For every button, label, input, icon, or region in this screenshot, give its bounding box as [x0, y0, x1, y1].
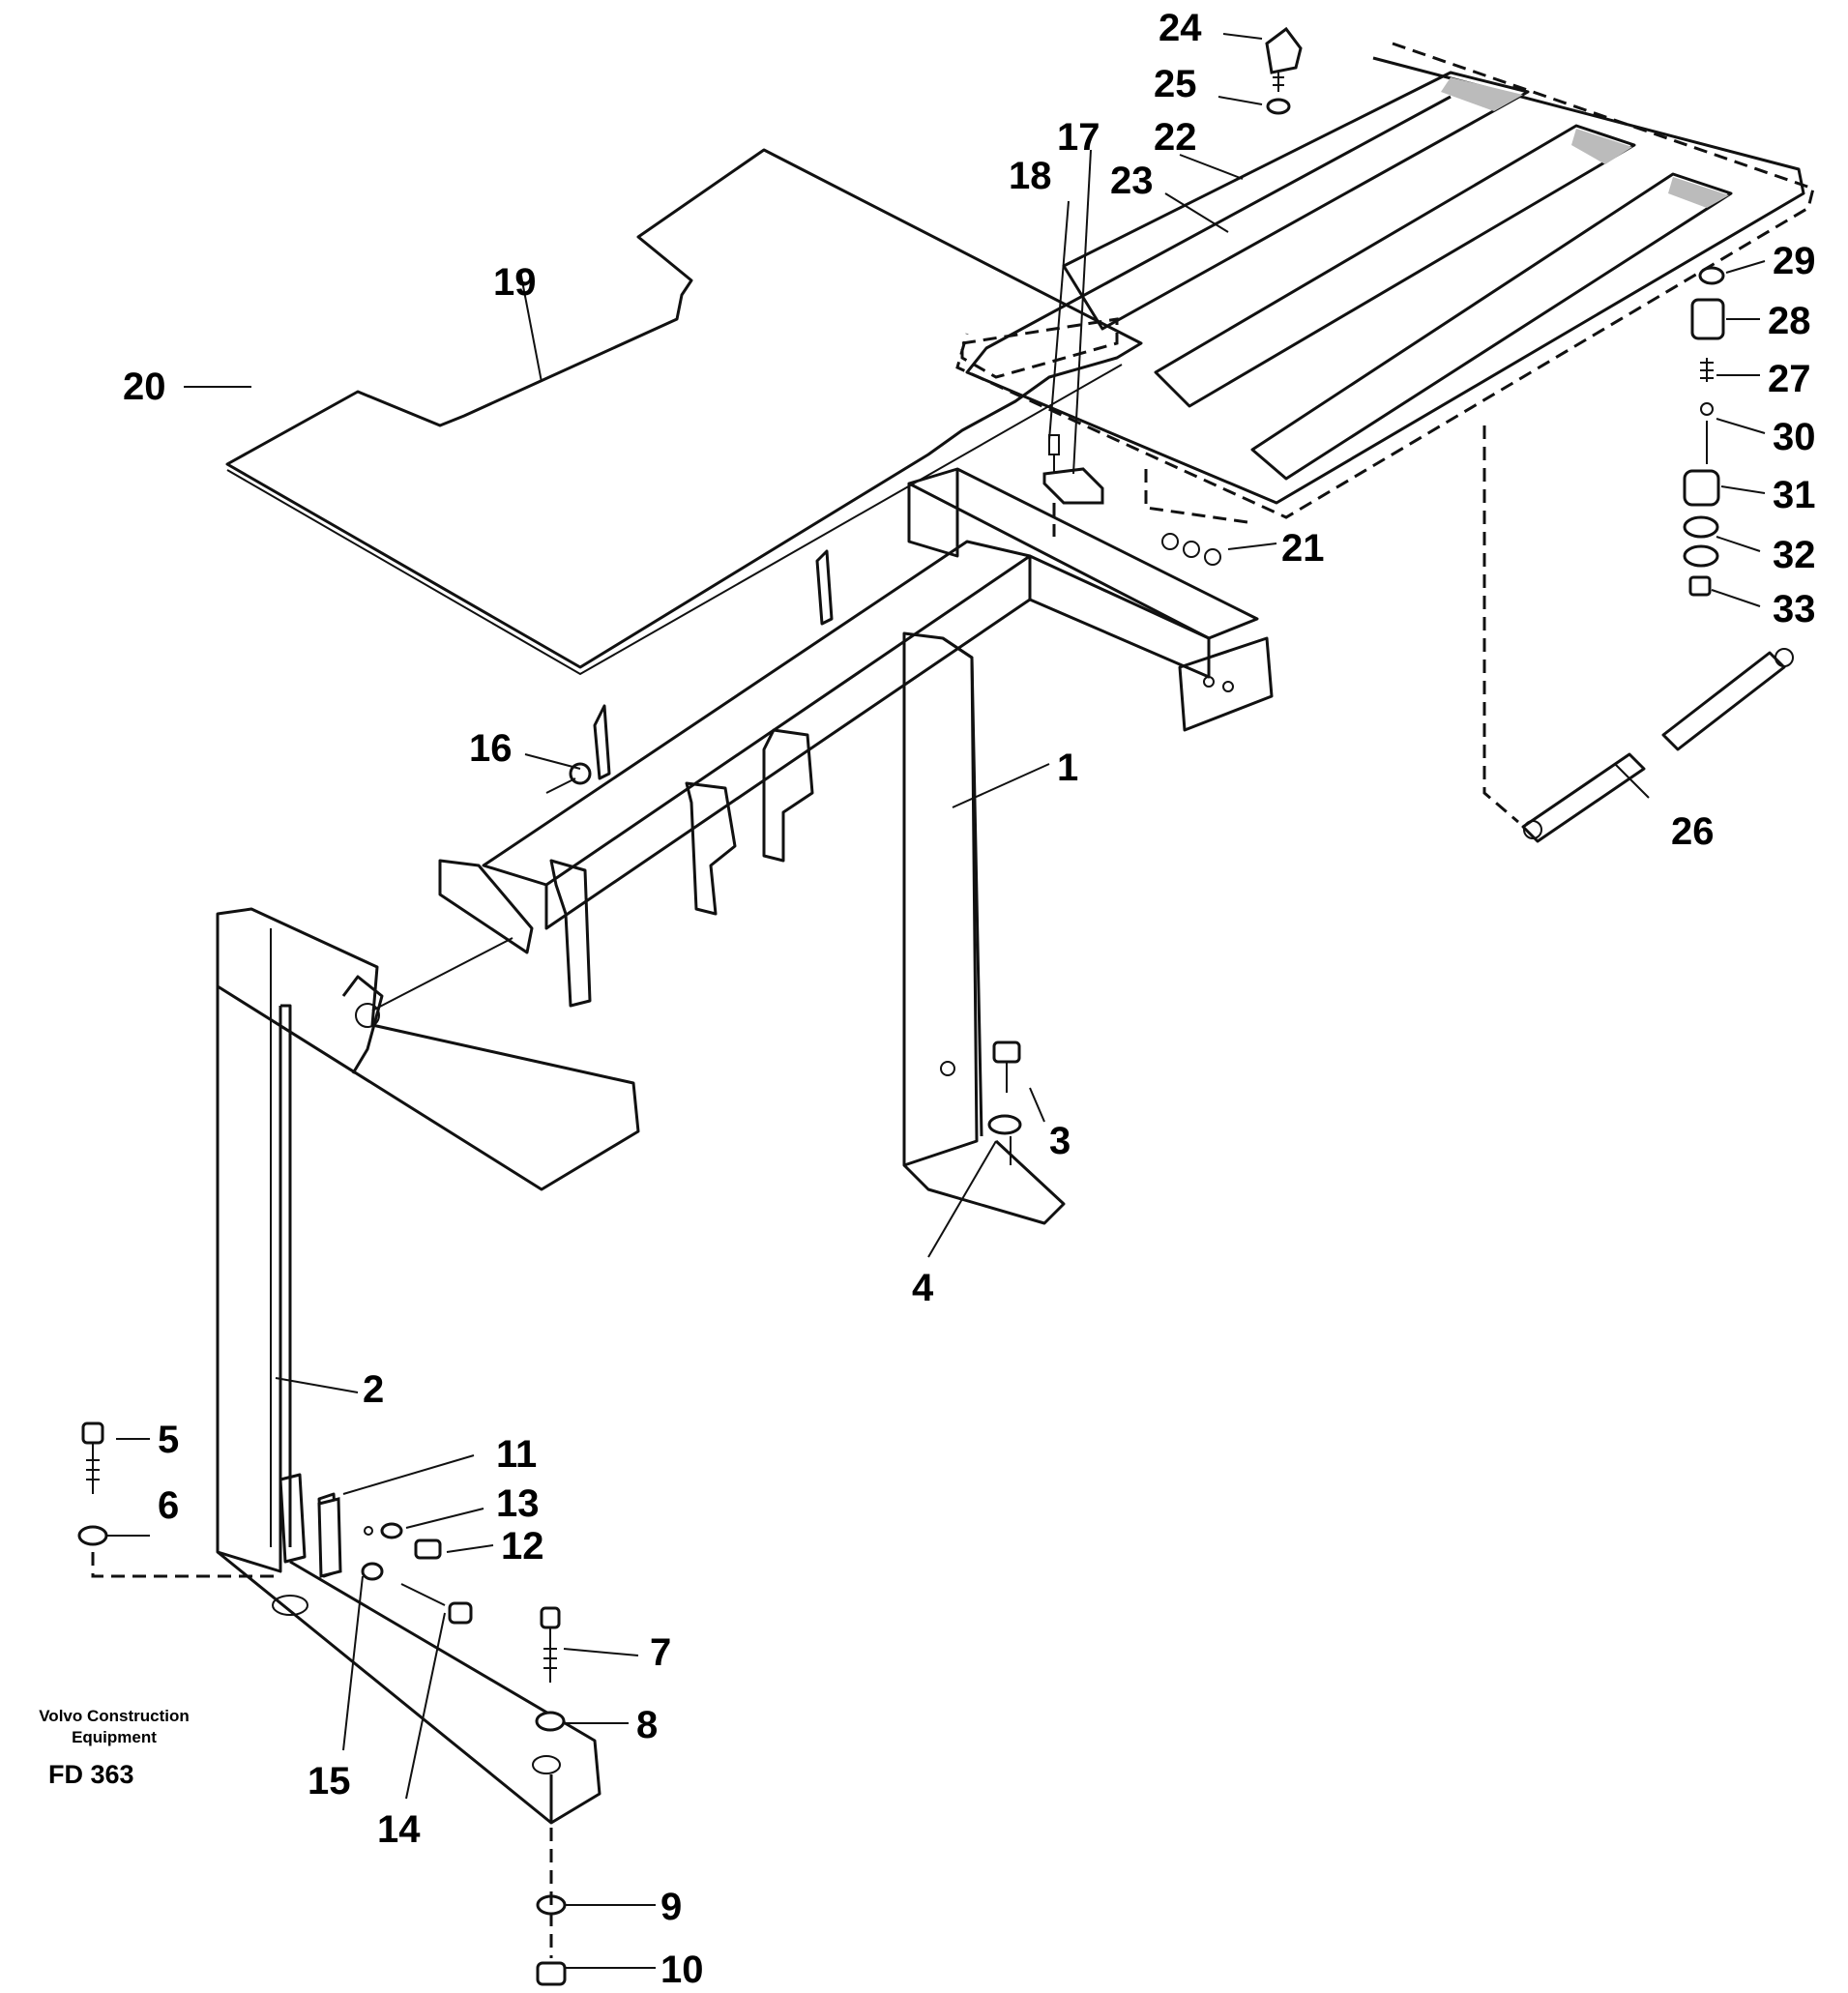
callout-33: 33 [1773, 588, 1816, 630]
tie-rod-26 [1482, 425, 1794, 843]
frame-2 [216, 907, 640, 1825]
fastener-stack [1683, 266, 1725, 597]
callout-5: 5 [158, 1419, 179, 1461]
callout-9: 9 [660, 1886, 682, 1928]
callout-23: 23 [1110, 160, 1154, 202]
knob-24 [1265, 26, 1303, 115]
callout-6: 6 [158, 1484, 179, 1527]
bolts-lower [77, 1040, 1022, 1986]
callout-2: 2 [363, 1368, 384, 1411]
callout-7: 7 [650, 1631, 671, 1674]
callout-18: 18 [1009, 155, 1052, 197]
frame-1 [438, 467, 1274, 1225]
callout-22: 22 [1154, 116, 1197, 159]
small-fasteners [545, 434, 1221, 794]
callout-19: 19 [493, 261, 537, 304]
callout-28: 28 [1768, 300, 1811, 342]
callout-21: 21 [1281, 527, 1325, 570]
callout-11: 11 [496, 1433, 537, 1476]
callout-17: 17 [1057, 116, 1100, 159]
callout-labels: 1 2 3 4 5 6 7 8 9 10 11 12 13 14 15 16 1… [123, 7, 1816, 1991]
callout-10: 10 [660, 1949, 704, 1991]
callout-1: 1 [1057, 747, 1078, 789]
callout-27: 27 [1768, 358, 1811, 400]
callout-25: 25 [1154, 63, 1197, 105]
diagram-caption: Volvo Construction Equipment FD 363 [39, 1707, 190, 1789]
callout-8: 8 [636, 1704, 658, 1746]
callout-26: 26 [1671, 810, 1715, 853]
callout-20: 20 [123, 366, 166, 408]
callout-16: 16 [469, 727, 513, 770]
drawing-code: FD 363 [48, 1760, 134, 1789]
callout-24: 24 [1159, 7, 1202, 49]
callout-4: 4 [912, 1267, 934, 1309]
callout-14: 14 [377, 1808, 421, 1851]
company-name-line1: Volvo Construction [39, 1707, 190, 1725]
callout-3: 3 [1049, 1120, 1071, 1162]
callout-32: 32 [1773, 534, 1816, 576]
callout-30: 30 [1773, 416, 1816, 458]
callout-13: 13 [496, 1482, 540, 1525]
company-name-line2: Equipment [72, 1728, 157, 1746]
leader-lines [106, 33, 1766, 1969]
callout-31: 31 [1773, 474, 1816, 516]
right-floor-plate [955, 42, 1815, 524]
callout-29: 29 [1773, 240, 1816, 282]
floor-plate [225, 148, 1143, 676]
callout-12: 12 [501, 1525, 544, 1568]
callout-15: 15 [308, 1760, 351, 1802]
